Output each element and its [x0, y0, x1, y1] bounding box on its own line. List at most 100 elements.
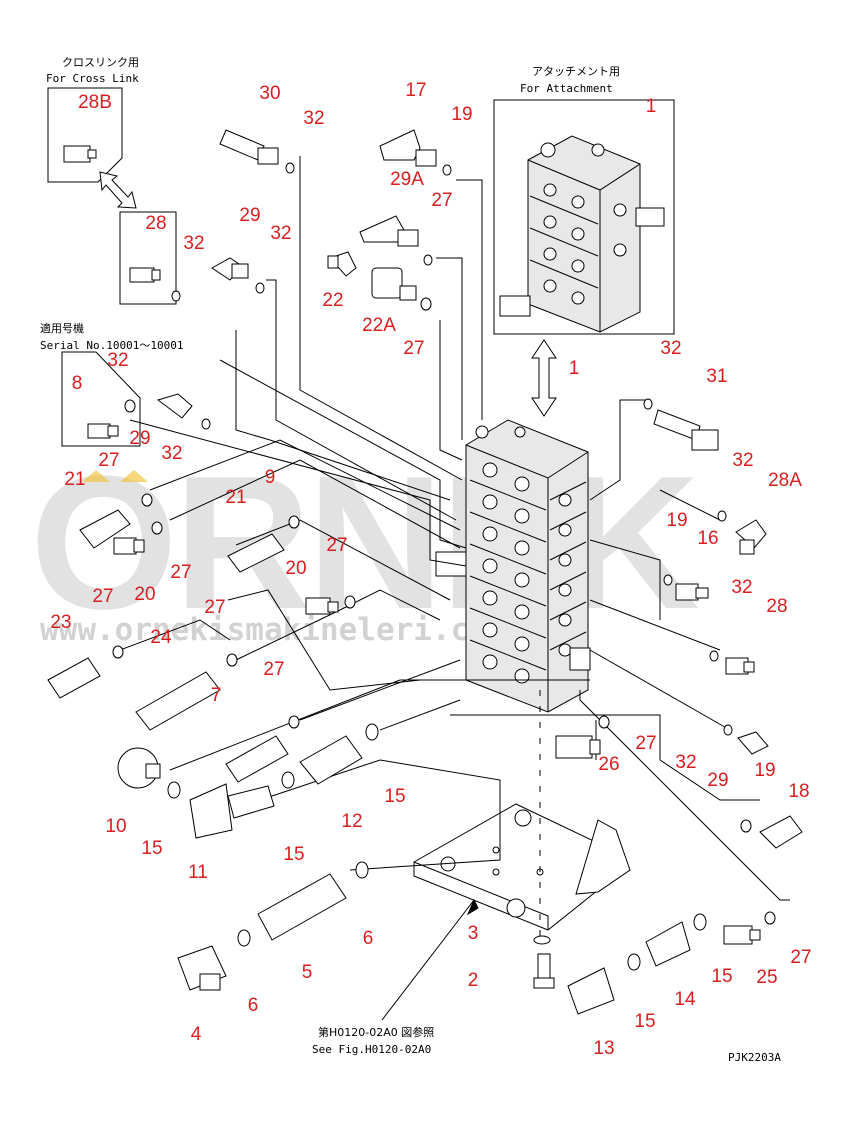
fitting-24 — [135, 671, 221, 731]
fitting-28-right — [725, 657, 755, 675]
fitting-26 — [555, 735, 601, 759]
part-label: 19 — [754, 760, 775, 781]
part-label: 24 — [150, 627, 172, 648]
see-fig-caption-en: See Fig.H0120-02A0 — [312, 1043, 431, 1056]
double-arrow-cross-link — [99, 171, 137, 209]
attachment-frame — [493, 99, 675, 335]
part-label: 9 — [265, 467, 276, 488]
double-arrow-attachment — [531, 339, 557, 417]
serial-caption-jp: 適用号機 — [40, 321, 84, 335]
fitting-29-top — [211, 257, 249, 281]
fitting-28A — [735, 519, 767, 555]
bolt-2 — [533, 953, 555, 989]
part-label: 29 — [129, 428, 150, 449]
part-label: 30 — [259, 83, 280, 104]
fitting-11 — [189, 783, 275, 839]
control-valve-attachment — [499, 135, 665, 333]
part-label: 27 — [326, 535, 347, 556]
part-label: 10 — [105, 816, 126, 837]
part-label: 27 — [92, 586, 113, 607]
part-label: 15 — [711, 966, 732, 987]
part-label: 14 — [674, 989, 696, 1010]
part-number-labels: 28B 28 30 32 17 19 1 29 32 32 29A 27 22 … — [50, 80, 811, 1059]
part-label: 19 — [451, 104, 472, 125]
part-label: 21 — [64, 469, 85, 490]
part-label: 15 — [283, 844, 304, 865]
part-label: 32 — [731, 577, 752, 598]
part-label: 15 — [141, 838, 162, 859]
part-label: 3 — [468, 923, 479, 944]
part-label: 13 — [593, 1038, 614, 1059]
part-label: 27 — [431, 190, 452, 211]
mounting-plate — [413, 803, 631, 931]
part-label: 29 — [707, 770, 728, 791]
part-label: 6 — [363, 928, 374, 949]
fitting-23 — [47, 657, 101, 699]
fitting-22 — [327, 251, 357, 277]
part-label: 15 — [634, 1011, 655, 1032]
part-label: 27 — [635, 733, 656, 754]
cross-link-frame — [47, 87, 123, 183]
fitting-13 — [567, 967, 615, 1015]
fitting-21a — [79, 509, 131, 549]
part-label: 28B — [78, 92, 112, 113]
fitting-5 — [257, 873, 347, 941]
part-label: 27 — [204, 597, 225, 618]
elbow-fitting-28B — [63, 145, 97, 163]
valve-section-side — [549, 481, 587, 651]
fitting-10 — [117, 747, 161, 789]
part-label: 20 — [285, 558, 306, 579]
part-label: 31 — [706, 366, 727, 387]
part-label: 28 — [145, 213, 166, 234]
fitting-30 — [219, 129, 279, 165]
fitting-8 — [87, 423, 119, 439]
part-label: 27 — [403, 338, 424, 359]
part-label: 28A — [768, 470, 802, 491]
part-label: 4 — [191, 1024, 202, 1045]
part-label: 32 — [107, 350, 128, 371]
fitting-20a — [113, 537, 145, 555]
part-label: 1 — [646, 96, 657, 117]
attachment-caption-jp: アタッチメント用 — [532, 65, 620, 78]
valve-ports — [475, 425, 572, 684]
fitting-16 — [675, 583, 709, 601]
serial-frame — [61, 351, 141, 447]
part-label: 19 — [666, 510, 687, 531]
cross-link-caption-jp: クロスリンク用 — [62, 56, 139, 69]
part-label: 25 — [756, 967, 777, 988]
washer-3 — [533, 935, 551, 945]
fitting-18 — [759, 815, 803, 849]
part-label: 12 — [341, 811, 362, 832]
fitting-29A — [359, 215, 419, 247]
valve-front-port — [569, 647, 591, 671]
part-label: 32 — [161, 443, 182, 464]
fitting-29-serial — [156, 393, 193, 419]
fittings — [47, 129, 803, 1015]
part-label: 27 — [98, 450, 119, 471]
part-label: 17 — [405, 80, 426, 101]
part-label: 11 — [188, 862, 208, 883]
part-label: 26 — [598, 754, 619, 775]
part-label: 29A — [390, 169, 424, 190]
cross-link-alt-frame — [119, 211, 177, 305]
fitting-22A — [371, 267, 417, 301]
watermark-accent — [120, 470, 148, 482]
part-label: 22A — [362, 315, 396, 336]
part-label: 28 — [766, 596, 787, 617]
fitting-7 — [225, 735, 289, 783]
part-label: 32 — [660, 338, 681, 359]
double-arrows — [99, 171, 557, 417]
control-valve-main — [435, 419, 591, 713]
captions: クロスリンク用 For Cross Link アタッチメント用 For Atta… — [40, 56, 781, 1064]
see-fig-caption-jp: 第H0120-02A0 図参照 — [318, 1025, 434, 1039]
part-label: 22 — [322, 290, 343, 311]
attachment-caption-en: For Attachment — [520, 82, 613, 95]
fitting-31 — [653, 409, 719, 451]
cross-link-caption-en: For Cross Link — [46, 72, 139, 85]
part-label: 32 — [270, 223, 291, 244]
fitting-29-right — [737, 731, 769, 755]
part-label: 8 — [72, 373, 83, 394]
part-label: 27 — [790, 947, 811, 968]
fitting-28 — [129, 267, 161, 283]
part-label: 23 — [50, 612, 71, 633]
